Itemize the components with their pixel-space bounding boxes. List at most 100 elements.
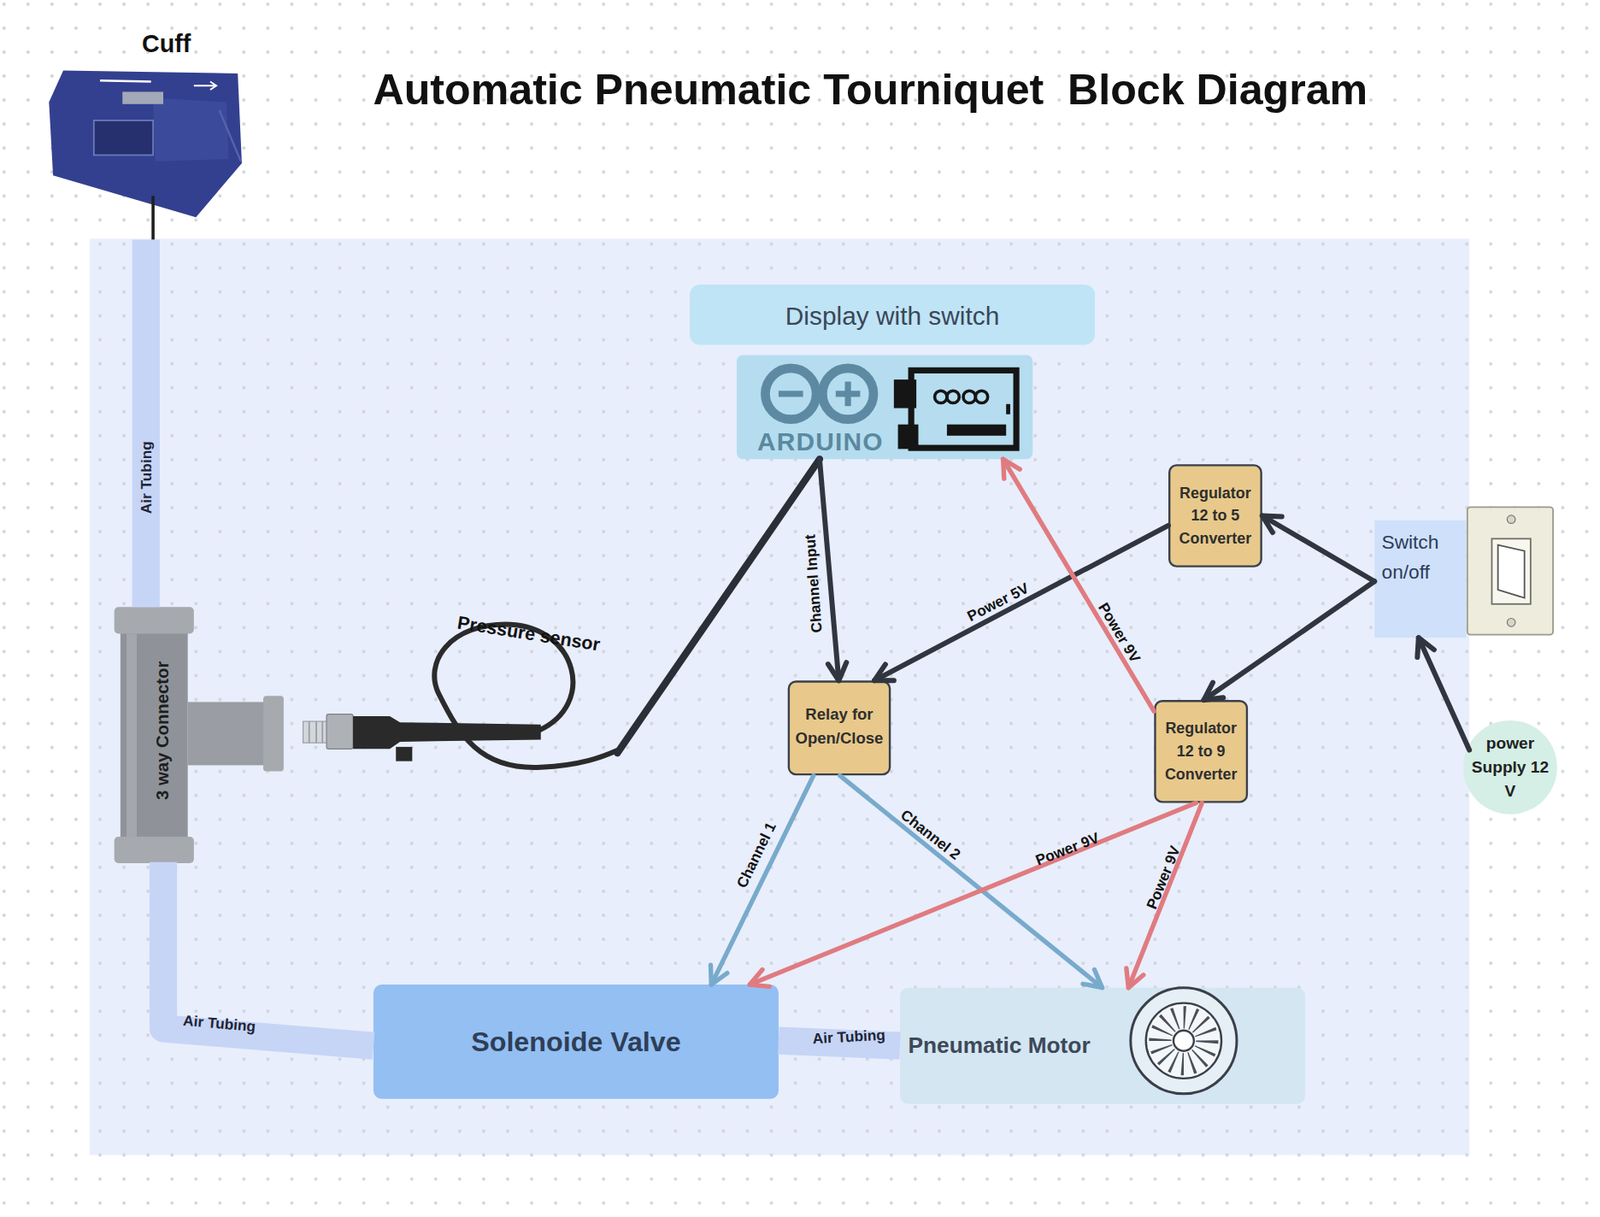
node-label: power Supply 12 V xyxy=(1470,719,1550,816)
air-tubing xyxy=(132,240,160,608)
board-header xyxy=(947,424,1006,436)
node-label: Regulator 12 to 5 Converter xyxy=(1172,466,1259,566)
arduino-logo xyxy=(764,368,874,420)
power-arrow xyxy=(1262,516,1375,583)
sensor-wire xyxy=(617,458,820,753)
node-label: Pneumatic Motor xyxy=(908,988,1144,1105)
connector-label: Power 9V xyxy=(1033,828,1102,870)
switch-plate xyxy=(1467,506,1553,635)
solenoid-valve: Solenoide Valve xyxy=(373,984,779,1100)
pressure-sensor: Pressure sensor xyxy=(303,610,624,753)
connector-label: Power 9V xyxy=(1094,599,1145,666)
regulator-box: Regulator 12 to 5 Converter xyxy=(1168,464,1263,568)
node-label: ARDUINO xyxy=(748,426,892,455)
node-label: Cuff xyxy=(120,27,212,60)
board-icon xyxy=(894,370,1017,449)
switch-screw xyxy=(1506,617,1516,627)
three-way-connector-art xyxy=(114,606,284,864)
connector-label: Channel 2 xyxy=(897,805,965,865)
connector-label: Air Tubing xyxy=(182,1011,257,1036)
cuff-fold xyxy=(219,110,242,162)
relay-box: Relay for Open/Close xyxy=(788,680,892,776)
sensor-body xyxy=(352,716,542,749)
wall-switch-art xyxy=(1467,506,1553,635)
channel-arrow xyxy=(840,775,1103,988)
power-arrow xyxy=(1418,637,1470,750)
sensor-clip xyxy=(395,747,412,762)
connector-group xyxy=(146,240,1470,1047)
board-pin xyxy=(1005,404,1011,415)
connector-label: Channel Input xyxy=(800,534,826,635)
sensor-thread-line xyxy=(321,721,324,743)
connector-body xyxy=(120,611,189,858)
fan-icon xyxy=(1130,988,1237,1095)
board-mini-logo xyxy=(947,390,959,403)
connector-label: Power 9V xyxy=(1141,843,1184,912)
power-arrow xyxy=(749,803,1196,986)
logo-loop xyxy=(764,368,817,420)
board-jack xyxy=(898,424,919,450)
logo-plus xyxy=(845,382,852,407)
cuff-cord xyxy=(151,195,155,240)
cuff-range-line xyxy=(100,80,152,82)
sensor-thread-line xyxy=(315,721,318,743)
sensor-hex-nut xyxy=(326,714,353,750)
cuff-index-arrow xyxy=(194,82,217,91)
enclosure-panel xyxy=(89,238,1470,1155)
arduino-board: ARDUINO xyxy=(736,354,1033,459)
power-arrow xyxy=(1128,803,1202,989)
fan-blades xyxy=(1159,1017,1207,1065)
node-label: Relay for Open/Close xyxy=(791,676,887,777)
fan-housing xyxy=(1146,1003,1222,1079)
power-arrow xyxy=(874,525,1169,681)
sensor-thread-line xyxy=(308,721,311,743)
node-label: Display with switch xyxy=(689,284,1095,345)
cuff-body xyxy=(48,70,242,218)
board-outline xyxy=(911,370,1017,448)
connector-top-flange xyxy=(114,606,195,634)
three-way-connector: 3 way Connector xyxy=(114,606,284,862)
cuff-illustration xyxy=(48,70,242,240)
channel-arrow xyxy=(711,775,814,985)
cuff-node: Cuff xyxy=(46,25,246,241)
connector-bottom-flange xyxy=(114,836,195,864)
board-mini-logo xyxy=(935,390,948,403)
regulator-box: Regulator 12 to 9 Converter xyxy=(1153,700,1248,804)
fan-ring xyxy=(1130,988,1237,1095)
pneumatic-motor: Pneumatic Motor xyxy=(900,988,1306,1105)
connector-highlight xyxy=(126,633,137,837)
node-label: 3 way Connector xyxy=(151,638,177,823)
connector-label: Channel 1 xyxy=(732,819,781,892)
switch-screw xyxy=(1506,515,1516,524)
power-arrow xyxy=(819,458,839,681)
cuff-tag xyxy=(122,91,164,104)
switch-box: Switch on/off xyxy=(1374,520,1466,638)
connector-arm-flange xyxy=(263,695,284,771)
board-mini-logo xyxy=(975,390,988,403)
logo-minus xyxy=(778,390,804,397)
cuff-mesh xyxy=(152,98,229,162)
node-label: Switch on/off xyxy=(1382,528,1465,592)
board-mini-logo xyxy=(963,390,976,403)
connector-label: Power 5V xyxy=(964,578,1032,626)
logo-plus xyxy=(835,390,861,397)
cuff-label-patch xyxy=(94,120,153,156)
connector-label: Air Tubing xyxy=(136,441,155,514)
air-tubing xyxy=(163,862,374,1047)
logo-loop xyxy=(822,368,874,420)
connector-label: Air Tubing xyxy=(811,1025,886,1048)
sensor-thread xyxy=(303,721,329,743)
node-label: Regulator 12 to 9 Converter xyxy=(1158,701,1244,801)
connector-arm xyxy=(188,701,268,765)
display-box: Display with switch xyxy=(689,284,1095,345)
node-label: Solenoide Valve xyxy=(373,984,779,1100)
board-usb xyxy=(894,379,917,408)
power-arrow xyxy=(1203,581,1375,700)
node-label: Pressure sensor xyxy=(432,606,624,663)
power-supply-circle: power Supply 12 V xyxy=(1462,719,1559,816)
